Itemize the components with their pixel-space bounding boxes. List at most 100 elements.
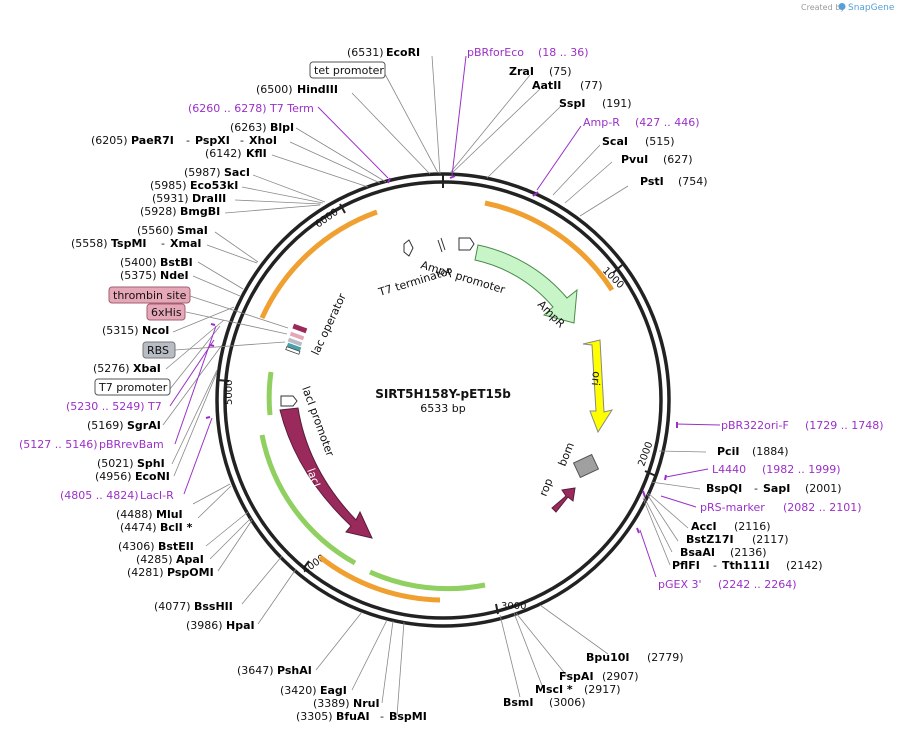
label-msci: MscI * — [535, 683, 573, 696]
tick-label-3000: 3000 — [501, 601, 526, 612]
rbs-box — [142, 341, 176, 359]
label-fspai-pos: (2907) — [602, 670, 639, 683]
label-xbai: XbaI — [133, 362, 161, 375]
label-bstbi: BstBI — [160, 256, 193, 269]
label-sphi-pos: (5021) — [97, 457, 134, 470]
label-pspomi-pos: (4281) — [127, 566, 164, 579]
label-bmgbi: BmgBI — [180, 205, 220, 218]
label-xmai: XmaI — [170, 237, 201, 250]
label-bfuai: BfuAI — [336, 710, 370, 723]
label-t7-primer-range: (5230 .. 5249) — [66, 400, 145, 413]
green-arc-2 — [259, 434, 357, 566]
label-kfli: KflI — [246, 147, 267, 160]
label-scai: ScaI — [602, 135, 628, 148]
label-bsmi-pos: (3006) — [549, 696, 586, 709]
label-t7-primer: T7 — [147, 400, 162, 413]
label-sgrai: SgrAI — [127, 419, 161, 432]
terminator-hairpin — [437, 237, 446, 253]
label-bcli-pos: (4474) — [120, 521, 157, 534]
label-bpu10i-pos: (2779) — [647, 651, 684, 664]
label-bsteii-pos: (4306) — [118, 540, 155, 553]
dash-3: - — [161, 237, 165, 250]
label-bspqi: BspQI — [706, 482, 742, 495]
credit-brand: SnapGene — [848, 3, 895, 13]
label-eagi: EagI — [320, 684, 347, 697]
label-saci: SacI — [224, 166, 250, 179]
label-fspai: FspAI — [559, 670, 594, 683]
ori-arrow — [582, 339, 614, 434]
label-mlui-pos: (4488) — [116, 508, 153, 521]
label-paer7i-pos: (6205) — [91, 134, 128, 147]
dash-2: - — [240, 134, 244, 147]
rop-arrow — [551, 487, 576, 513]
label-paer7i: PaeR7I — [131, 134, 174, 147]
label-zrai: ZraI — [509, 65, 534, 78]
label-prs-marker: pRS-marker — [700, 501, 765, 514]
label-acci: AccI — [691, 520, 717, 533]
label-t7term-range: (6260 .. 6278) — [188, 102, 267, 115]
label-sspi: SspI — [559, 97, 585, 110]
plasmid-name: SIRT5H158Y-pET15b — [375, 387, 511, 401]
label-eco53ki-pos: (5985) — [150, 179, 187, 192]
label-pbrrevbam: pBRrevBam — [99, 438, 164, 451]
label-pbr322ori-f-range: (1729 .. 1748) — [805, 419, 884, 432]
label-apai-pos: (4285) — [136, 553, 173, 566]
label-pflfi: PflFI — [672, 559, 700, 572]
label-bcli: BclI * — [160, 521, 193, 534]
snapgene-logo-icon — [838, 3, 846, 10]
primer-leader-lines — [169, 55, 721, 578]
feature-label-t7-terminator: T7 terminator — [376, 264, 454, 299]
label-smai-pos: (5560) — [137, 224, 174, 237]
tick-label-5000: 5000 — [224, 380, 235, 405]
label-mlui: MluI — [156, 508, 183, 521]
credit-prefix: Created by — [801, 3, 845, 12]
label-sphi: SphI — [137, 457, 165, 470]
label-kfli-pos: (6142) — [205, 147, 242, 160]
label-econi: EcoNI — [135, 470, 170, 483]
label-msci-pos: (2917) — [584, 683, 621, 696]
feature-label-ori: ori — [589, 371, 603, 386]
tet-promoter-box — [309, 61, 386, 79]
label-psti-pos: (754) — [678, 175, 708, 188]
label-bstz17i-pos: (2117) — [752, 533, 789, 546]
label-hpai: HpaI — [226, 619, 255, 632]
dash-5: - — [754, 482, 758, 495]
label-ampr-primer: Amp-R — [583, 116, 620, 129]
label-pgex3-range: (2242 .. 2264) — [718, 578, 797, 591]
label-laci-r-range: (4805 .. 4824) — [60, 489, 139, 502]
label-bsshii: BssHII — [194, 600, 233, 613]
orange-arc-bottom — [318, 555, 441, 603]
label-ampr-primer-range: (427 .. 446) — [635, 116, 700, 129]
ampr-promoter-arrow — [458, 237, 475, 251]
label-l4440: L4440 — [712, 463, 746, 476]
dash-6: - — [713, 559, 717, 572]
dash-4: - — [380, 710, 384, 723]
label-pflfi-pos: (2142) — [786, 559, 823, 572]
label-hindiii: HindIII — [297, 83, 338, 96]
label-sgrai-pos: (5169) — [87, 419, 124, 432]
feature-label-lac-operator: lac operator — [309, 291, 349, 357]
feature-label-laci: lacI — [304, 467, 323, 489]
label-tth111i: Tth111I — [722, 559, 770, 572]
label-aatii: AatII — [532, 79, 561, 92]
label-pspomi: PspOMI — [167, 566, 214, 579]
label-pspxi: PspXI — [195, 134, 230, 147]
label-blpi: BlpI — [270, 121, 294, 134]
bom-box — [572, 453, 600, 479]
label-prs-marker-range: (2082 .. 2101) — [783, 501, 862, 514]
label-aatii-pos: (77) — [580, 79, 603, 92]
label-eagi-pos: (3420) — [280, 684, 317, 697]
label-t7term: T7 Term — [269, 102, 314, 115]
label-ecori: EcoRI — [386, 46, 420, 59]
label-bfuai-pos: (3305) — [296, 710, 333, 723]
label-sapi: SapI — [763, 482, 790, 495]
label-ncoi: NcoI — [142, 324, 169, 337]
label-bpu10i: Bpu10I — [586, 651, 630, 664]
label-pbrrevbam-range: (5127 .. 5146) — [19, 438, 98, 451]
label-bmgbi-pos: (5928) — [140, 205, 177, 218]
label-pvui: PvuI — [621, 153, 648, 166]
leader-lines — [162, 55, 707, 717]
label-pgex3: pGEX 3' — [658, 578, 702, 591]
label-pbrforeco: pBRforEco — [467, 46, 524, 59]
